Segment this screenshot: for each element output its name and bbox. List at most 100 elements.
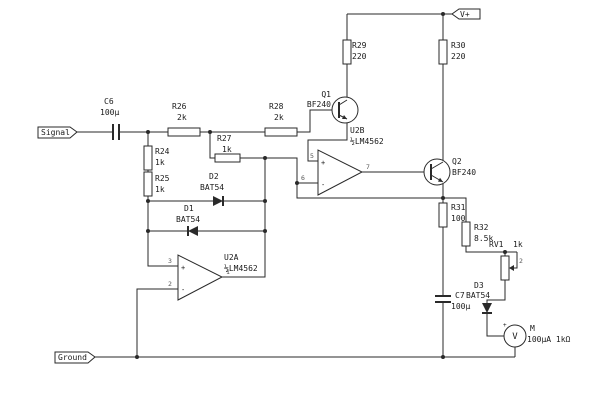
ref: D1 xyxy=(184,204,194,213)
value: BAT54 xyxy=(466,291,490,300)
value: 220 xyxy=(352,52,367,61)
pin-number: 3 xyxy=(168,257,172,265)
pin-number: 7 xyxy=(366,163,370,171)
ref: D3 xyxy=(474,281,484,290)
junction-dot xyxy=(208,130,212,134)
value: 8.5k xyxy=(474,234,493,243)
value: 1k xyxy=(222,145,232,154)
opamp-plus-mark: + xyxy=(321,159,325,167)
signal-label: Signal xyxy=(41,128,70,137)
resistor-r31[interactable]: R31 100 xyxy=(438,202,466,228)
resistor-r24[interactable]: R24 1k xyxy=(143,145,170,171)
opamp-minus-mark: - xyxy=(321,181,325,189)
ref: R30 xyxy=(451,41,466,50)
junction-dot xyxy=(263,229,267,233)
diode-d1[interactable]: D1 BAT54 xyxy=(176,204,200,236)
resistor-r27[interactable]: R27 1k xyxy=(214,134,241,163)
diode-triangle xyxy=(482,303,492,313)
ref: Q1 xyxy=(321,90,331,99)
transistor-q2[interactable]: Q2 BF240 xyxy=(423,157,476,186)
port-ground[interactable]: Ground xyxy=(54,351,96,364)
vplus-label: V+ xyxy=(460,10,470,19)
resistor-body xyxy=(342,39,352,65)
meter-dial: V xyxy=(512,332,518,342)
ref: RV1 xyxy=(489,240,504,249)
capacitor-c7[interactable]: C7 100µ xyxy=(435,291,470,311)
value: 1k xyxy=(513,240,523,249)
ref: R25 xyxy=(155,174,170,183)
pot-body xyxy=(500,255,510,281)
value: BF240 xyxy=(307,100,331,109)
ref: Q2 xyxy=(452,157,462,166)
ref: R28 xyxy=(269,102,284,111)
ground-label: Ground xyxy=(58,353,87,362)
emitter-arrow xyxy=(438,177,443,182)
value: 220 xyxy=(451,52,466,61)
resistor-body xyxy=(143,171,153,197)
meter-polarity: + xyxy=(503,322,507,329)
junction-dot xyxy=(441,196,445,200)
value: 1k xyxy=(155,185,165,194)
ref: R26 xyxy=(172,102,187,111)
port-vplus[interactable]: V+ xyxy=(451,8,481,20)
transistor-q1[interactable]: Q1 BF240 xyxy=(307,90,359,124)
resistor-body xyxy=(461,221,471,247)
potentiometer-rv1[interactable]: 2 RV1 1k xyxy=(489,240,523,281)
opamp-u2b[interactable]: + - 5 6 7 U2B ½LM4562 xyxy=(301,126,384,196)
value: 2k xyxy=(274,113,284,122)
opamp-plus-mark: + xyxy=(181,264,185,272)
junction-dot xyxy=(503,250,507,254)
wiper-arrow xyxy=(509,265,514,271)
opamp-triangle xyxy=(177,254,224,301)
junction-dot xyxy=(295,181,299,185)
value: BAT54 xyxy=(200,183,224,192)
pin-number: 2 xyxy=(168,280,172,288)
ref: R29 xyxy=(352,41,367,50)
opamp-u2a[interactable]: + - 3 2 1 U2A ½LM4562 xyxy=(168,253,258,301)
resistor-r25[interactable]: R25 1k xyxy=(143,171,170,197)
diode-d3[interactable]: D3 BAT54 xyxy=(466,281,492,314)
meter-m1[interactable]: V + M 100µA 1kΩ xyxy=(503,322,571,348)
value: 2k xyxy=(177,113,187,122)
diode-triangle xyxy=(188,226,198,236)
resistor-body xyxy=(167,127,201,137)
ref: R31 xyxy=(451,203,466,212)
pin-number: 5 xyxy=(310,152,314,160)
transistor-circle xyxy=(423,158,451,186)
value: 100µ xyxy=(100,108,119,117)
resistor-r32[interactable]: R32 8.5k xyxy=(461,221,493,247)
diode-triangle xyxy=(213,196,223,206)
junction-dot xyxy=(263,156,267,160)
resistor-r29[interactable]: R29 220 xyxy=(342,39,367,65)
value: 100µ xyxy=(451,302,470,311)
ref: C6 xyxy=(104,97,114,106)
pot-wiper-wire xyxy=(514,252,518,269)
ref: U2A xyxy=(224,253,239,262)
capacitor-c6[interactable]: C6 100µ xyxy=(100,97,120,140)
diode-d2[interactable]: D2 BAT54 xyxy=(200,172,224,206)
signal-flag-shape xyxy=(37,126,78,139)
ground-flag-shape xyxy=(54,351,96,364)
ref: C7 xyxy=(455,291,465,300)
resistor-r28[interactable]: R28 2k xyxy=(264,102,298,137)
ref: U2B xyxy=(350,126,365,135)
junction-dot xyxy=(146,130,150,134)
value: ½LM4562 xyxy=(224,263,258,273)
ref: M xyxy=(530,324,535,333)
meter-circle xyxy=(503,324,527,348)
ref: R27 xyxy=(217,134,232,143)
resistor-r26[interactable]: R26 2k xyxy=(167,102,201,137)
port-signal[interactable]: Signal xyxy=(37,126,78,139)
junction-dot xyxy=(441,355,445,359)
opamp-minus-mark: - xyxy=(181,286,185,294)
vplus-flag-shape xyxy=(451,8,481,20)
junction-dot xyxy=(263,199,267,203)
resistor-body xyxy=(143,145,153,171)
ref: R32 xyxy=(474,223,489,232)
resistor-r30[interactable]: R30 220 xyxy=(438,39,466,65)
ref: R24 xyxy=(155,147,170,156)
value: BF240 xyxy=(452,168,476,177)
pin-number: 1 xyxy=(226,268,230,276)
value: 1k xyxy=(155,158,165,167)
